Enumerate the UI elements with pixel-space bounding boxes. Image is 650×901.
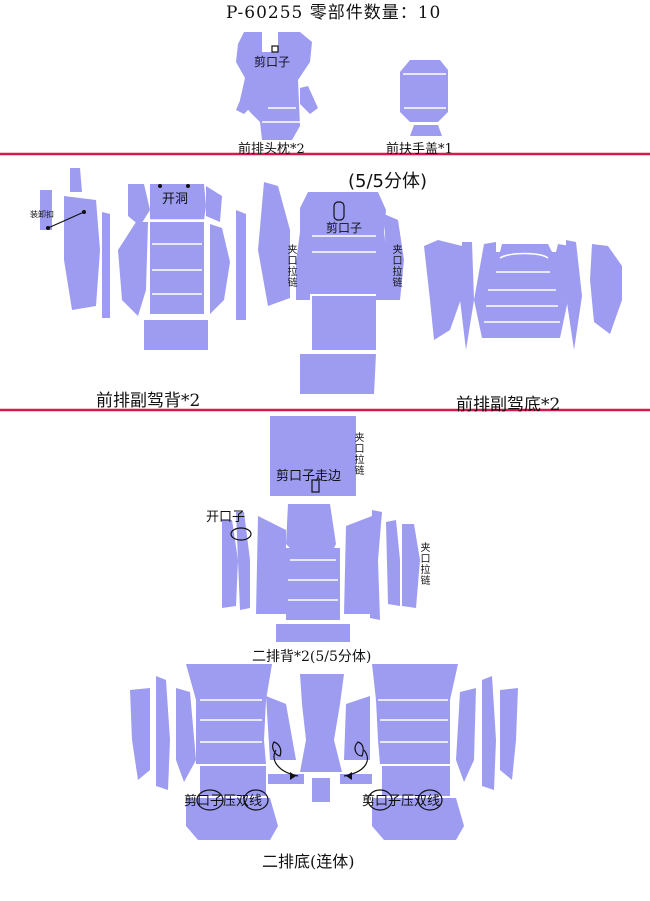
armrest-pieces <box>400 60 448 136</box>
front-back-cut-slot <box>333 201 345 221</box>
second-back-zipper-note-side: 夹口拉链 <box>418 542 429 586</box>
second-base-double-line-left: 剪口子压双线 <box>184 794 263 809</box>
sheet-title: P-60255 零部件数量：10 <box>226 3 442 23</box>
buckle-leader-line <box>47 211 85 229</box>
install-buckle-note: 装卸扣 <box>30 210 54 219</box>
front-back-pieces <box>40 168 404 394</box>
second-base-circle-2 <box>243 789 269 811</box>
second-base-circle-4 <box>417 789 443 811</box>
second-back-label: 二排背*2(5/5分体) <box>252 649 372 665</box>
front-back-label: 前排副驾背*2 <box>96 391 201 411</box>
headrest-cut-square <box>271 45 279 53</box>
front-back-cut-note: 剪口子 <box>326 221 363 235</box>
second-base-circle-1 <box>196 789 224 811</box>
second-back-open-note: 开口子 <box>206 510 246 525</box>
annotation-dots <box>46 184 352 780</box>
headrest-pieces <box>236 32 318 140</box>
second-base-double-line-right: 剪口子压双线 <box>362 794 441 809</box>
second-base-circle-3 <box>367 789 393 811</box>
opening-note: 开洞 <box>162 192 189 207</box>
second-back-cut-edge-note: 剪口子走边 <box>276 469 342 484</box>
front-back-split-label: (5/5分体) <box>348 171 428 192</box>
second-back-cut-slot <box>311 479 320 493</box>
front-back-zipper-note-left: 夹口拉链 <box>285 244 296 288</box>
seam-lines <box>150 73 560 743</box>
front-base-label: 前排副驾底*2 <box>456 395 561 415</box>
second-back-zipper-note-top: 夹口拉链 <box>352 432 363 476</box>
front-base-pieces <box>424 240 622 350</box>
front-headrest-label: 前排头枕*2 <box>238 142 305 157</box>
second-back-open-ellipse <box>230 527 252 541</box>
second-back-pieces <box>222 416 420 642</box>
headrest-cut-note: 剪口子 <box>254 55 291 69</box>
second-base-label: 二排底(连体) <box>262 852 355 871</box>
front-back-zipper-note-right: 夹口拉链 <box>390 244 401 288</box>
second-base-pieces <box>130 664 518 840</box>
front-armrest-label: 前扶手盖*1 <box>386 142 453 157</box>
